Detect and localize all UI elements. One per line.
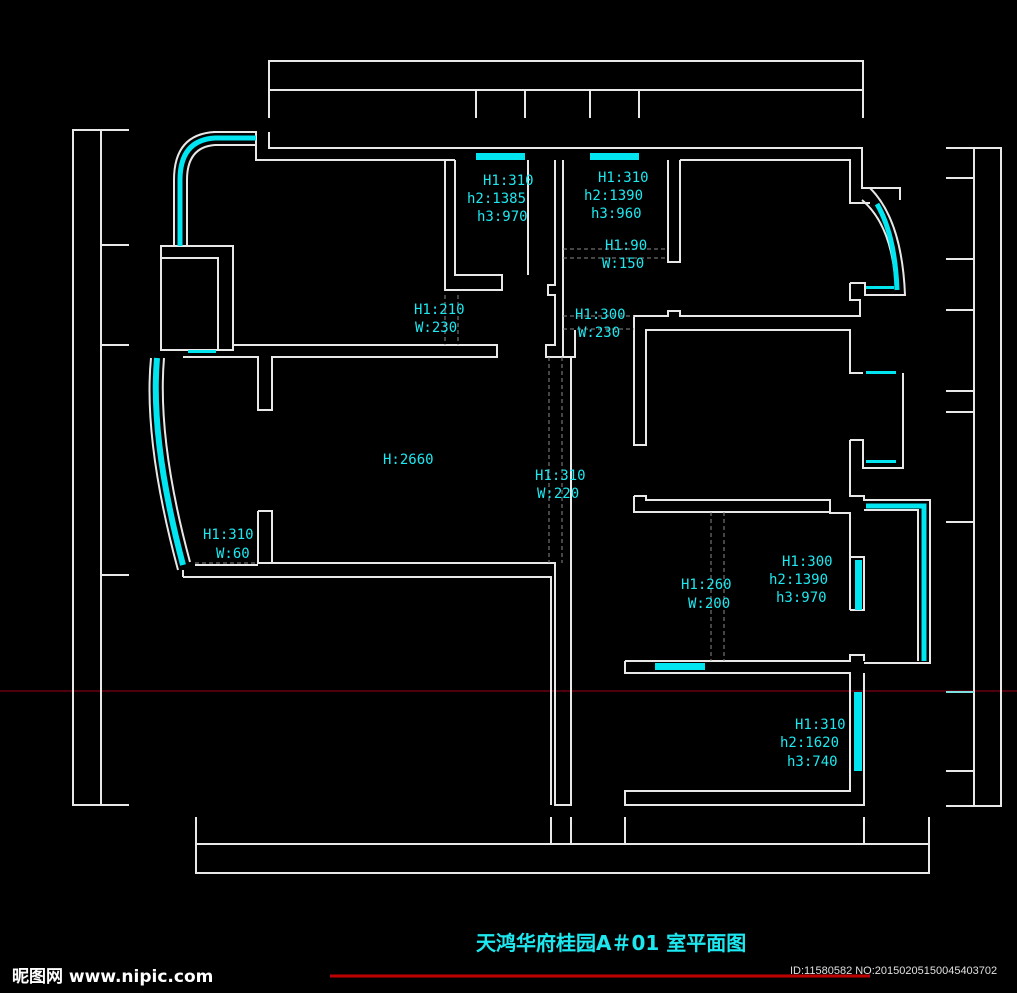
label-top-mid-window-h3: h3:960 — [591, 206, 642, 222]
label-top-left-window-h3: h3:970 — [477, 209, 528, 225]
label-living-height: H:2660 — [383, 452, 434, 468]
left-dimension-bar — [72, 129, 129, 806]
label-opening-90-w: W:150 — [602, 256, 644, 272]
label-top-left-window-h2: h2:1385 — [467, 191, 526, 207]
opening-lines — [195, 248, 725, 661]
right-dimension-bar — [946, 147, 1002, 807]
label-right-window-mid-h1: H1:300 — [782, 554, 833, 570]
image-id-text: ID:11580582 NO:20150205150045403702 — [790, 965, 998, 977]
label-opening-300-h1: H1:300 — [575, 307, 626, 323]
top-dimension-bar — [268, 60, 864, 118]
label-right-window-mid-h2: h2:1390 — [769, 572, 828, 588]
bottom-dimension-bar — [195, 817, 930, 874]
label-left-window-w: W:60 — [216, 546, 250, 562]
watermark: 昵图网 www.nipic.com — [12, 967, 214, 987]
label-right-window-mid-h3: h3:970 — [776, 590, 827, 606]
label-opening-90-h1: H1:90 — [605, 238, 647, 254]
label-top-mid-window-h2: h2:1390 — [584, 188, 643, 204]
label-opening-210-h1: H1:210 — [414, 302, 465, 318]
label-left-window-h1: H1:310 — [203, 527, 254, 543]
label-opening-260-w: W:200 — [688, 596, 730, 612]
label-right-window-low-h3: h3:740 — [787, 754, 838, 770]
label-top-left-window-h1: H1:310 — [483, 173, 534, 189]
label-corridor-w: W:220 — [537, 486, 579, 502]
label-opening-210-w: W:230 — [415, 320, 457, 336]
walls — [160, 131, 931, 806]
label-opening-300-w: W:230 — [578, 325, 620, 341]
label-opening-260-h1: H1:260 — [681, 577, 732, 593]
label-right-window-low-h2: h2:1620 — [780, 735, 839, 751]
label-top-mid-window-h1: H1:310 — [598, 170, 649, 186]
windows — [148, 131, 927, 771]
label-right-window-low-h1: H1:310 — [795, 717, 846, 733]
label-corridor-h1: H1:310 — [535, 468, 586, 484]
annotation-labels: H1:310 h2:1385 h3:970 H1:310 h2:1390 h3:… — [203, 170, 846, 955]
drawing-title: 天鸿华府桂园A＃01 室平面图 — [476, 931, 746, 955]
